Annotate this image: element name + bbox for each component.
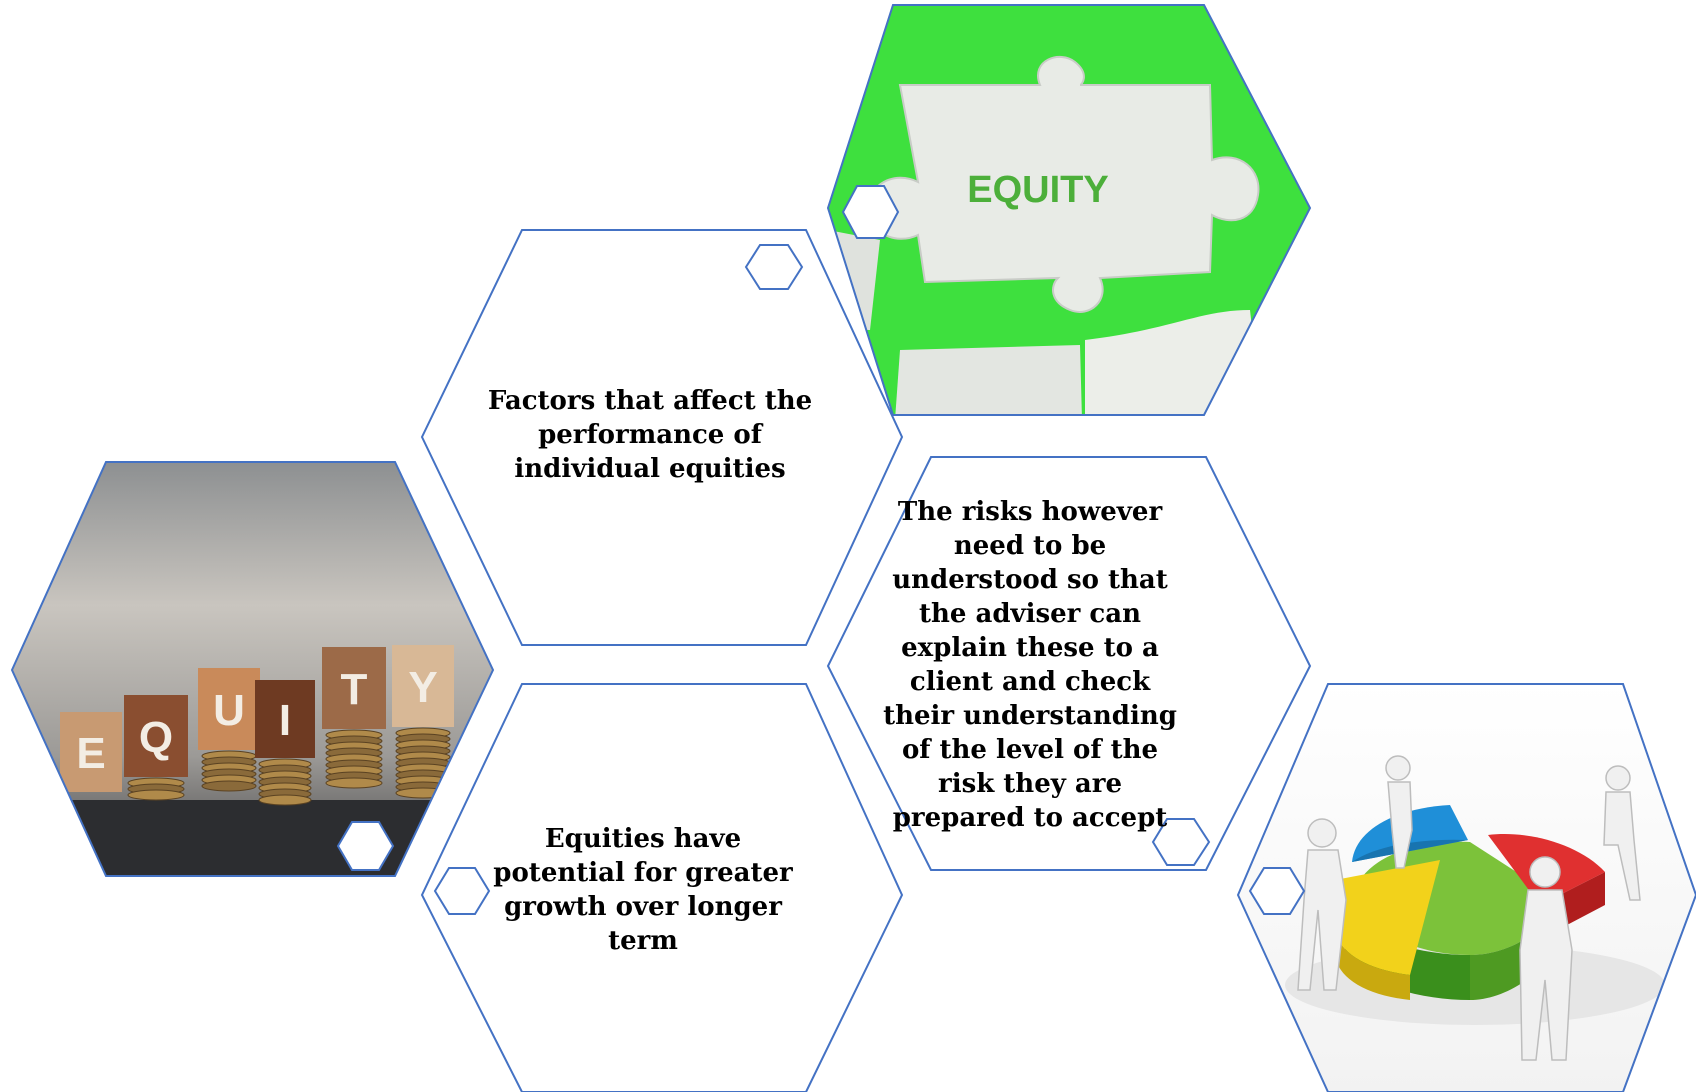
risks-hexagon-outline [826,456,1312,871]
letter-block [198,668,260,750]
small-hexagon-marker [744,244,804,290]
people-figures [1297,755,1641,1061]
small-hexagon-marker [841,185,900,239]
block-letter: I [279,696,291,745]
person-figure [1603,765,1641,901]
block-letter: E [76,729,105,778]
coin [127,789,185,801]
factors-text: Factors that affect the performance of i… [487,386,813,484]
hex-growth [420,683,904,1092]
coin [258,794,312,806]
letter-block [392,645,454,727]
hex-factors [420,229,904,646]
small-hexagon-marker [1248,867,1306,915]
block-letter: Q [139,713,173,762]
puzzle-word: EQUITY [967,169,1108,211]
person-figure [1297,818,1347,991]
coin [325,777,383,789]
pie-green-front [1470,900,1560,1000]
growth-hexagon-outline [420,683,904,1092]
letter-block [255,680,315,758]
coin [201,780,257,792]
pie-hexagon-outline [1236,683,1696,1092]
puzzle-piece-lower-left [895,345,1082,415]
person-figure [1385,755,1413,869]
risks-text: The risks however need to be understood … [883,497,1177,833]
letter-block [322,647,386,729]
pie-slice-yellow [1335,860,1440,975]
pie-yellow-side [1335,930,1410,1000]
hex-risks [826,456,1312,871]
equity-puzzle-image: EQUITY [826,4,1312,416]
risks-text-box: The risks however need to be understood … [880,497,1180,833]
small-hexagon-marker [433,867,491,915]
puzzle-hexagon-outline [826,4,1312,416]
letter-block [60,712,122,792]
block-letter: U [213,686,245,735]
person-figure [1519,856,1573,1061]
coin [395,787,451,799]
pie-blue-shade [1352,839,1468,862]
factors-text-box: Factors that affect the performance of i… [470,380,830,490]
block-letter: T [341,665,368,714]
coin-stacks [127,727,451,806]
blocks-hexagon-outline [10,461,495,877]
factors-hexagon-outline [420,229,904,646]
growth-text: Equities have potential for greater grow… [493,824,793,956]
small-hexagon-marker [336,821,395,871]
letter-block [124,695,188,777]
block-letter: Y [408,663,437,712]
small-hexagon-marker [1151,818,1211,866]
growth-text-box: Equities have potential for greater grow… [478,815,808,965]
pie-people-image [1236,683,1696,1092]
